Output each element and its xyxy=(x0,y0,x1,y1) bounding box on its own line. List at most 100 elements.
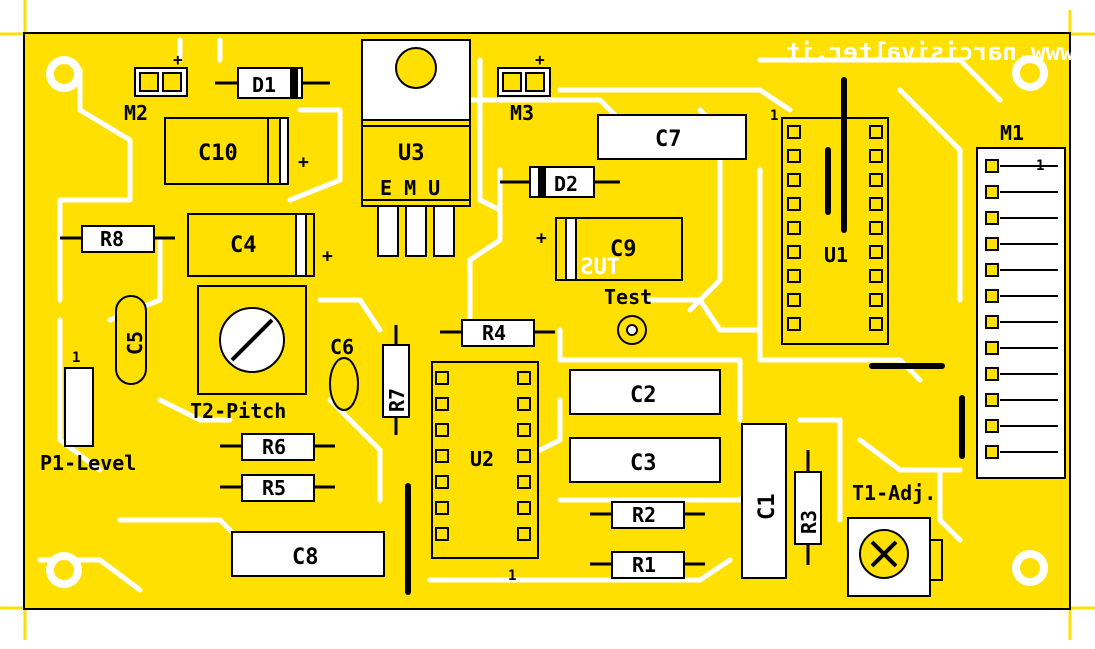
u2-pin xyxy=(517,397,531,411)
r8-resistor: R8 xyxy=(60,225,175,253)
p1-label: P1-Level xyxy=(40,451,136,475)
svg-text:1: 1 xyxy=(1036,158,1044,174)
u2-label: U2 xyxy=(470,447,494,471)
mirror-text-tus: TUS xyxy=(580,255,620,280)
c4-label: C4 xyxy=(230,233,257,258)
m1-pin xyxy=(985,263,999,277)
u2-pin xyxy=(435,449,449,463)
svg-text:+: + xyxy=(535,50,545,69)
m1-pin xyxy=(985,315,999,329)
r7-label: R7 xyxy=(385,388,409,412)
svg-text:1: 1 xyxy=(770,108,778,124)
u1-label: U1 xyxy=(824,243,848,267)
m1-label: M1 xyxy=(1000,121,1024,145)
p1-connector: 1 P1-Level xyxy=(40,350,136,475)
c10-capacitor: C10 + xyxy=(164,117,309,185)
u1-pin xyxy=(869,197,883,211)
m3-label: M3 xyxy=(510,101,534,125)
u1-pin xyxy=(869,293,883,307)
m1-pin xyxy=(985,367,999,381)
c5-capacitor: C5 xyxy=(115,295,147,385)
m1-pin xyxy=(985,289,999,303)
u2-ic: U2 1 xyxy=(431,361,539,584)
u1-pin xyxy=(869,221,883,235)
r8-label: R8 xyxy=(100,227,124,251)
u1-pin xyxy=(787,317,801,331)
c10-label: C10 xyxy=(198,141,238,166)
svg-text:+: + xyxy=(173,50,183,69)
r4-resistor: R4 xyxy=(440,319,555,347)
mounting-holes xyxy=(46,55,1048,588)
r1-resistor: R1 xyxy=(590,551,705,579)
u2-pin xyxy=(435,527,449,541)
t1-trimmer: T1-Adj. xyxy=(847,481,943,597)
c8-capacitor: C8 xyxy=(231,531,385,577)
c3-capacitor: C3 xyxy=(569,437,721,483)
u1-pin xyxy=(787,197,801,211)
test-label: Test xyxy=(604,285,652,309)
r2-resistor: R2 xyxy=(590,501,705,529)
u1-ic: U1 1 xyxy=(770,108,889,345)
m3-connector: + M3 xyxy=(497,50,551,125)
u1-pin xyxy=(869,245,883,259)
c2-capacitor: C2 xyxy=(569,369,721,415)
u2-pin xyxy=(435,501,449,515)
d1-diode: D1 xyxy=(215,67,330,99)
u2-pin xyxy=(517,423,531,437)
u1-pin xyxy=(869,269,883,283)
c7-capacitor: C7 xyxy=(597,114,747,160)
u1-pin xyxy=(787,149,801,163)
c1-label: C1 xyxy=(755,494,780,521)
r3-resistor: R3 xyxy=(794,450,822,565)
u1-pin xyxy=(869,125,883,139)
c2-label: C2 xyxy=(630,383,657,408)
u2-pin xyxy=(435,397,449,411)
u1-pin xyxy=(787,125,801,139)
d1-label: D1 xyxy=(252,73,276,97)
u2-pin xyxy=(435,423,449,437)
r5-label: R5 xyxy=(262,476,286,500)
u3-regulator: U3 E M U xyxy=(361,39,471,257)
m1-pin xyxy=(985,393,999,407)
c6-label: C6 xyxy=(330,335,354,359)
r7-resistor: R7 xyxy=(382,325,410,435)
r6-label: R6 xyxy=(262,435,286,459)
m1-pin xyxy=(985,341,999,355)
u2-pin xyxy=(517,501,531,515)
d2-label: D2 xyxy=(554,172,578,196)
u3-label: U3 xyxy=(398,141,425,166)
u2-pin xyxy=(435,475,449,489)
c7-label: C7 xyxy=(655,127,682,152)
u1-pin xyxy=(787,245,801,259)
m2-connector: + M2 xyxy=(124,50,188,125)
r6-resistor: R6 xyxy=(220,433,335,461)
u1-pin xyxy=(787,269,801,283)
svg-text:+: + xyxy=(322,246,333,267)
c5-label: C5 xyxy=(123,331,147,355)
svg-text:+: + xyxy=(298,152,309,173)
u2-pin xyxy=(517,371,531,385)
r4-label: R4 xyxy=(482,321,506,345)
u1-pin xyxy=(787,173,801,187)
u1-pin xyxy=(869,173,883,187)
c9-label: C9 xyxy=(610,237,637,262)
m1-pin xyxy=(985,159,999,173)
u2-pin xyxy=(435,371,449,385)
m1-pin xyxy=(985,185,999,199)
t2-label: T2-Pitch xyxy=(190,399,286,423)
u1-pin xyxy=(869,149,883,163)
m1-pin xyxy=(985,419,999,433)
u2-pin xyxy=(517,475,531,489)
c8-label: C8 xyxy=(292,545,319,570)
website-text: www.narcisivalter.it xyxy=(786,38,1075,66)
t1-label: T1-Adj. xyxy=(852,481,936,505)
c9-capacitor: C9 + xyxy=(536,217,683,281)
isolation-channels xyxy=(37,37,1003,593)
r2-label: R2 xyxy=(632,503,656,527)
m2-label: M2 xyxy=(124,101,148,125)
test-point: Test xyxy=(604,285,652,345)
r5-resistor: R5 xyxy=(220,474,335,502)
c6-capacitor: C6 xyxy=(329,335,359,411)
